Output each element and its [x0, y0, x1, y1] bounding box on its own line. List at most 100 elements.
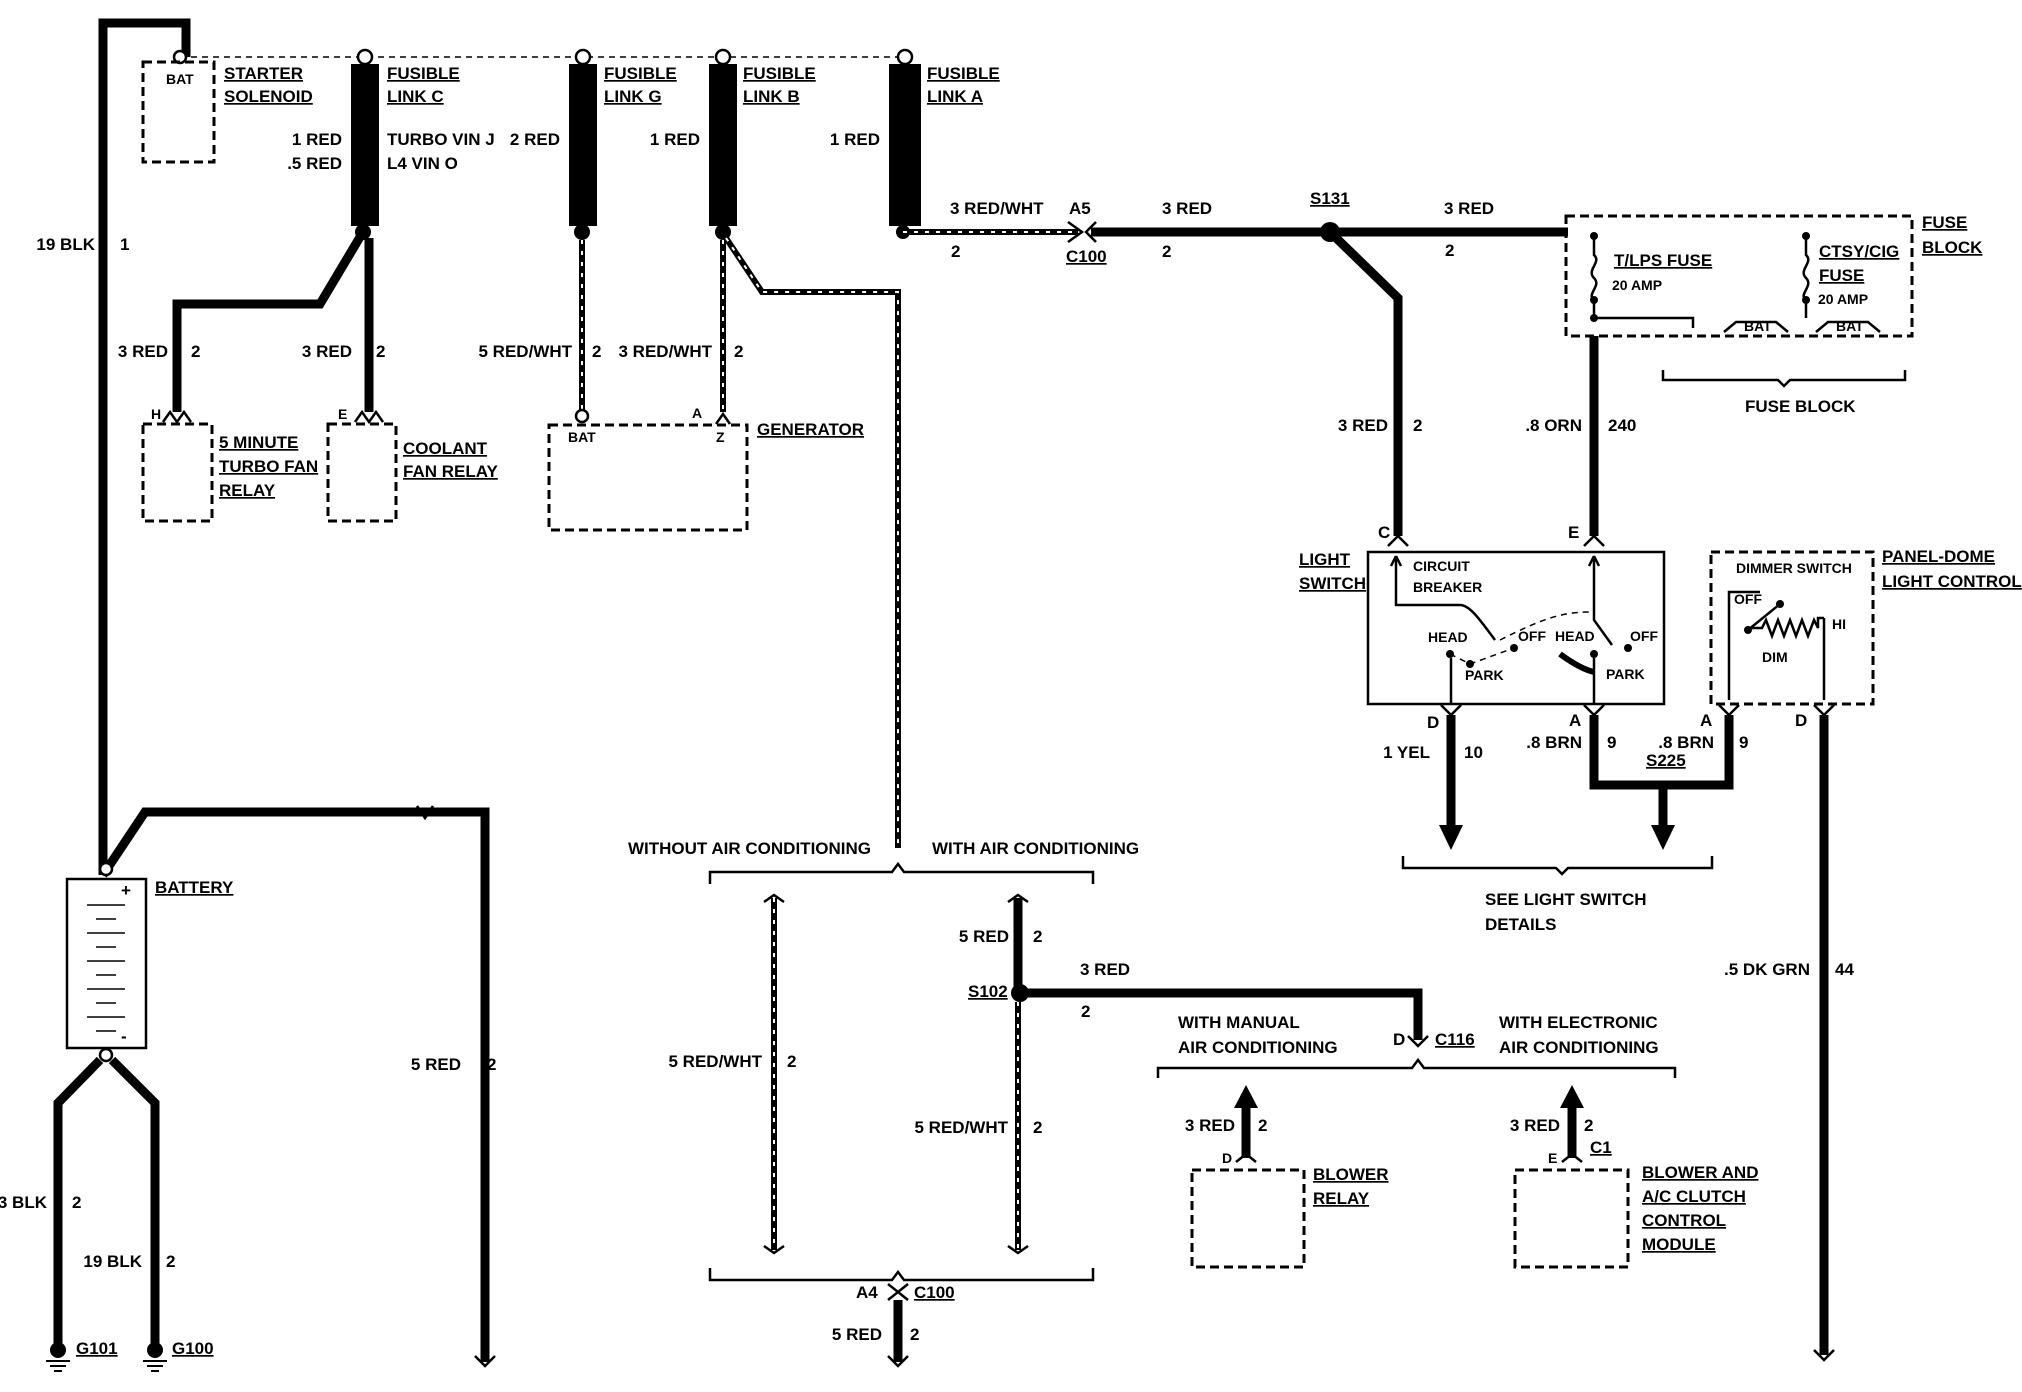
text-line: FUSE	[1922, 213, 1967, 232]
text-line: AIR CONDITIONING	[1499, 1038, 1659, 1057]
fusible-link-b-size: 1 RED	[650, 130, 700, 149]
wire-s102-circuit: 2	[1081, 1002, 1090, 1021]
wire-yel-size: 1 YEL	[1383, 743, 1430, 762]
wire-gen-bat-size: 5 RED/WHT	[479, 342, 573, 361]
tlps-fuse-label: T/LPS FUSE	[1614, 251, 1712, 270]
fuse-block-box	[1564, 214, 1914, 338]
dimmer-rheostat	[1752, 616, 1824, 640]
wire-noac-size: 5 RED/WHT	[669, 1052, 763, 1071]
c100-a5-connector-in	[1067, 220, 1085, 244]
wire-brn2-circuit: 9	[1739, 733, 1748, 752]
wire-brn1-size: .8 BRN	[1526, 733, 1582, 752]
splice-s225-label: S225	[1646, 751, 1686, 770]
text-line: WITH ELECTRONIC	[1499, 1013, 1658, 1032]
ctsy-fuse-element	[1802, 236, 1810, 318]
generator-pin: A	[692, 405, 702, 421]
wire-brn1-circuit: 9	[1607, 733, 1616, 752]
wire-s131-circuit: 2	[1162, 242, 1171, 261]
fusible-link-b-top	[714, 48, 732, 66]
wire-19blk-top-circuit: 1	[120, 235, 129, 254]
fusible-link-g-size: 2 RED	[510, 130, 560, 149]
wire-a4-size: 5 RED	[832, 1325, 882, 1344]
panel-dome-pin-d: D	[1795, 711, 1807, 730]
starter-bat-label: BAT	[166, 71, 194, 87]
blower-relay-pin: D	[1222, 1150, 1232, 1166]
dimmer-dim: DIM	[1762, 649, 1788, 665]
lsw-head-1: HEAD	[1428, 629, 1468, 645]
circuit-breaker-line	[1394, 556, 1406, 607]
wire-brn2-size: .8 BRN	[1658, 733, 1714, 752]
lsw-park-2: PARK	[1606, 666, 1645, 682]
blower-relay-box	[1190, 1168, 1306, 1269]
text-line: 5 MINUTE	[219, 433, 298, 452]
wire-s131-size: 3 RED	[1162, 199, 1212, 218]
fusible-link-c-label: FUSIBLE LINK C	[387, 64, 460, 106]
wire-blower-module-arrow	[1560, 1085, 1584, 1108]
text-line: LINK C	[387, 87, 444, 106]
battery-plus-terminal	[98, 861, 114, 877]
text-line: AIR CONDITIONING	[1178, 1038, 1338, 1057]
dimmer-off: OFF	[1734, 591, 1762, 607]
text-line: A/C CLUTCH	[1642, 1187, 1746, 1206]
light-switch-pin-c: C	[1378, 523, 1390, 542]
ground-g101-label: G101	[76, 1339, 118, 1358]
text-line: MODULE	[1642, 1235, 1716, 1254]
panel-dome-label: PANEL-DOME LIGHT CONTROL	[1882, 547, 2022, 591]
wire-19blk-bot-circuit: 2	[166, 1252, 175, 1271]
text-line: LIGHT CONTROL	[1882, 572, 2022, 591]
wire-19blk-top-size: 19 BLK	[36, 235, 95, 254]
fusible-link-g-top	[574, 48, 592, 66]
wire-ac-bot-circuit: 2	[1033, 1118, 1042, 1137]
wire-turbo-circuit: 2	[191, 342, 200, 361]
ground-g100-label: G100	[172, 1339, 214, 1358]
turbo-relay-connector	[161, 409, 193, 425]
battery-cells	[87, 904, 125, 1032]
ctsy-fuse-amp: 20 AMP	[1818, 291, 1868, 307]
wire-s102-size: 3 RED	[1080, 960, 1130, 979]
lsw-head-2: HEAD	[1555, 628, 1595, 644]
wire-a5-circuit: 2	[951, 242, 960, 261]
text-line: FUSIBLE	[743, 64, 816, 83]
light-switch-pin-a: A	[1569, 711, 1581, 730]
text-line: RELAY	[1313, 1189, 1370, 1208]
text-line: BLOWER AND	[1642, 1163, 1758, 1182]
text-line: L4 VIN O	[387, 154, 458, 173]
fusible-link-a	[889, 64, 921, 226]
fuse-bat-label-2: BAT	[1836, 318, 1864, 334]
dimmer-switch-label: DIMMER SWITCH	[1736, 560, 1852, 576]
fusible-link-c	[351, 64, 379, 226]
fuse-bat-bus-1	[1723, 320, 1789, 333]
text-line: FUSIBLE	[387, 64, 460, 83]
wire-gen-z-size: 3 RED/WHT	[619, 342, 713, 361]
text-line: FUSIBLE	[927, 64, 1000, 83]
wire-blower-relay-arrow	[1234, 1085, 1258, 1108]
switch-gang-link	[1499, 611, 1591, 641]
text-line: SOLENOID	[224, 87, 313, 106]
wire-s102	[1020, 988, 1423, 1040]
light-switch-pin-e-conn	[1583, 534, 1605, 547]
dimmer-wiper	[1747, 603, 1781, 631]
blower-module-pin: E	[1548, 1150, 1557, 1166]
breaker-to-off	[1406, 603, 1497, 641]
fusible-link-c-sizes: 1 RED.5 RED	[287, 130, 342, 173]
ac-type-bracket	[1156, 1057, 1677, 1078]
light-switch-pin-c-conn	[1387, 534, 1409, 547]
text-line: CTSY/CIG	[1819, 242, 1899, 261]
fuse-block-bracket	[1661, 370, 1907, 388]
wire-switch-c-size: 3 RED	[1338, 416, 1388, 435]
fuse-bat-label-1: BAT	[1744, 318, 1772, 334]
text-line: PANEL-DOME	[1882, 547, 1995, 566]
text-line: .5 RED	[287, 154, 342, 173]
generator-label: GENERATOR	[757, 420, 864, 439]
text-line: FUSIBLE	[604, 64, 677, 83]
